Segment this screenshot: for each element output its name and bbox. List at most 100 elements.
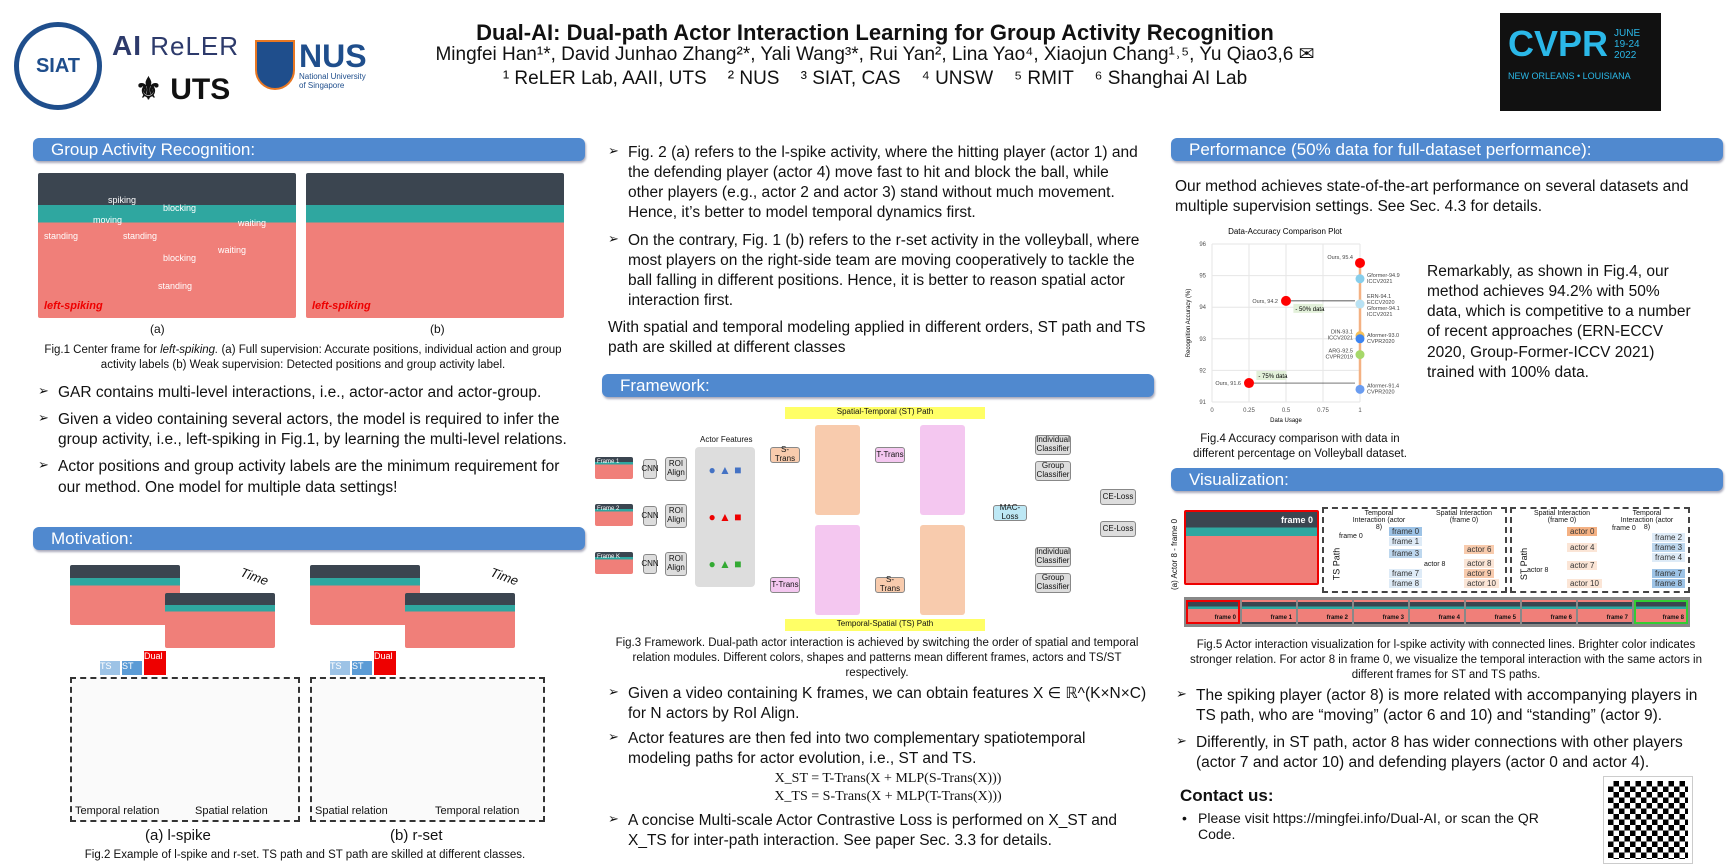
figure-1a-image: spiking blocking moving standing standin…	[38, 173, 296, 318]
x-tick-label: 1	[1358, 408, 1362, 414]
filmstrip-frame: frame 0	[1186, 600, 1240, 624]
ts-path-panel: TS Path Temporal Interaction (actor 8) S…	[1322, 507, 1507, 593]
frame-thumb: Frame K	[595, 552, 633, 574]
filmstrip-frame-label: frame 7	[1606, 615, 1628, 621]
s-trans-st: S-Trans	[770, 445, 800, 463]
time-label: Time	[488, 564, 521, 589]
ce-loss-1: CE-Loss	[1100, 489, 1136, 505]
data-point	[1355, 350, 1365, 360]
cnn-block: CNN	[641, 554, 659, 574]
filmstrip-frame-label: frame 2	[1326, 615, 1348, 621]
bars-b: TS ST Dual	[330, 650, 396, 675]
equation-st: X_ST = T-Trans(X + MLP(S-Trans(X)))	[774, 770, 1002, 786]
filmstrip-frame-label: frame 8	[1662, 615, 1684, 621]
group-classifier-st: Group Classifier	[1035, 461, 1071, 481]
annotation-bg	[1256, 371, 1287, 381]
roi-align: ROI Align	[665, 504, 687, 528]
contact-link[interactable]: Please visit https://mingfei.info/Dual-A…	[1198, 810, 1539, 842]
fig4-caption: Fig.4 Accuracy comparison with data in d…	[1193, 433, 1407, 460]
y-tick-label: 95	[1199, 274, 1206, 280]
figure-2: Time Time TS ST Dual TS ST Dual Temporal…	[70, 565, 550, 850]
annotation-bg	[1293, 303, 1324, 313]
bullet: On the contrary, Fig. 1 (b) refers to th…	[608, 231, 1148, 312]
actor-features-grid: ● ▲ ■● ▲ ■● ▲ ■	[695, 447, 755, 587]
filmstrip: frame 0 frame 1 frame 2 frame 3 frame 4 frame…	[1184, 597, 1690, 627]
bullet: Actor positions and group activity label…	[38, 457, 578, 497]
roi-align: ROI Align	[665, 457, 687, 481]
authors: Mingfei Han¹*, David Junhao Zhang²*, Yal…	[435, 44, 1315, 65]
mac-loss: MAC-Loss	[993, 503, 1027, 521]
filmstrip-frame-label: frame 4	[1438, 615, 1460, 621]
section-gar: Group Activity Recognition:	[33, 138, 585, 161]
bars-a: TS ST Dual	[100, 650, 166, 675]
section-framework: Framework:	[602, 374, 1154, 397]
fig2-frame-a	[70, 565, 180, 625]
frame-thumb: Frame 2	[595, 504, 633, 526]
section-motivation: Motivation:	[33, 527, 585, 550]
cnn-block: CNN	[641, 459, 659, 479]
s-trans-ts: S-Trans	[875, 575, 905, 593]
bullet: Differently, in ST path, actor 8 has wid…	[1176, 733, 1721, 773]
actor-features-label: Actor Features	[700, 435, 753, 444]
fig5-caption: Fig.5 Actor interaction visualization fo…	[1190, 639, 1702, 681]
fig2-frame-b2	[405, 593, 515, 648]
siat-logo: SIAT	[14, 22, 102, 110]
x-tick-label: 0.75	[1317, 408, 1329, 414]
qr-code-icon[interactable]	[1603, 776, 1693, 864]
filmstrip-frame: frame 6	[1522, 600, 1576, 624]
x-tick-label: 0.25	[1243, 408, 1255, 414]
fig2-frame-a2	[165, 593, 275, 648]
filmstrip-frame-label: frame 0	[1214, 615, 1236, 621]
visualization-bullets: The spiking player (actor 8) is more rel…	[1176, 686, 1721, 781]
cnn-block: CNN	[641, 506, 659, 526]
contact-heading: Contact us:	[1180, 786, 1274, 805]
filmstrip-frame: frame 5	[1466, 600, 1520, 624]
col2-bullets: Fig. 2 (a) refers to the l-spike activit…	[608, 143, 1148, 318]
nus-logo: NUS National University of Singapore	[255, 40, 369, 90]
ts-features	[815, 525, 860, 615]
data-point	[1355, 299, 1365, 309]
data-point	[1355, 334, 1365, 344]
filmstrip-frame-label: frame 3	[1382, 615, 1404, 621]
affiliations: ¹ ReLER Lab, AAII, UTS ² NUS ³ SIAT, CAS…	[502, 68, 1248, 89]
st-path-panel: ST Path Spatial Interaction (frame 0) Te…	[1510, 507, 1690, 593]
st-out	[920, 425, 965, 515]
figure-5: (a) Actor 8 - frame 0 frame 0 TS Path Te…	[1170, 505, 1724, 633]
equation-ts: X_TS = S-Trans(X + MLP(T-Trans(X)))	[774, 788, 1002, 804]
bullet: Given a video containing several actors,…	[38, 410, 578, 450]
filmstrip-frame: frame 2	[1298, 600, 1352, 624]
y-tick-label: 94	[1199, 305, 1206, 311]
bullet: The spiking player (actor 8) is more rel…	[1176, 686, 1721, 726]
y-tick-label: 96	[1199, 242, 1206, 248]
performance-intro: Our method achieves state-of-the-art per…	[1175, 178, 1689, 216]
t-trans-st: T-Trans	[875, 447, 905, 463]
data-label: Ours, 95.4	[1327, 255, 1353, 261]
chart-title: Data-Accuracy Comparison Plot	[1228, 227, 1343, 236]
frame-thumb: Frame 1	[595, 457, 633, 479]
t-trans-ts: T-Trans	[770, 577, 800, 593]
annotation-50: - 50% data	[1295, 307, 1325, 313]
individual-classifier-ts: Individual Classifier	[1035, 547, 1071, 567]
group-classifier-ts: Group Classifier	[1035, 573, 1071, 593]
fig2-caption: Fig.2 Example of l-spike and r-set. TS p…	[84, 849, 526, 861]
bullet: GAR contains multi-level interactions, i…	[38, 383, 578, 403]
filmstrip-frame: frame 8	[1634, 600, 1688, 624]
relation-box-b	[310, 677, 545, 822]
contact-text: •Please visit https://mingfei.info/Dual-…	[1182, 810, 1539, 842]
filmstrip-frame-label: frame 6	[1550, 615, 1572, 621]
filmstrip-frame: frame 1	[1242, 600, 1296, 624]
vis-frame-0: frame 0	[1184, 510, 1319, 585]
framework-bullets: Given a video containing K frames, we ca…	[608, 684, 1148, 858]
data-label: Ours, 91.6	[1215, 381, 1241, 387]
filmstrip-frame: frame 4	[1410, 600, 1464, 624]
bullet: Given a video containing K frames, we ca…	[608, 684, 1148, 724]
x-tick-label: 0	[1210, 408, 1214, 414]
data-point	[1355, 384, 1365, 394]
nus-crest-icon	[255, 40, 295, 90]
data-point	[1355, 274, 1365, 284]
